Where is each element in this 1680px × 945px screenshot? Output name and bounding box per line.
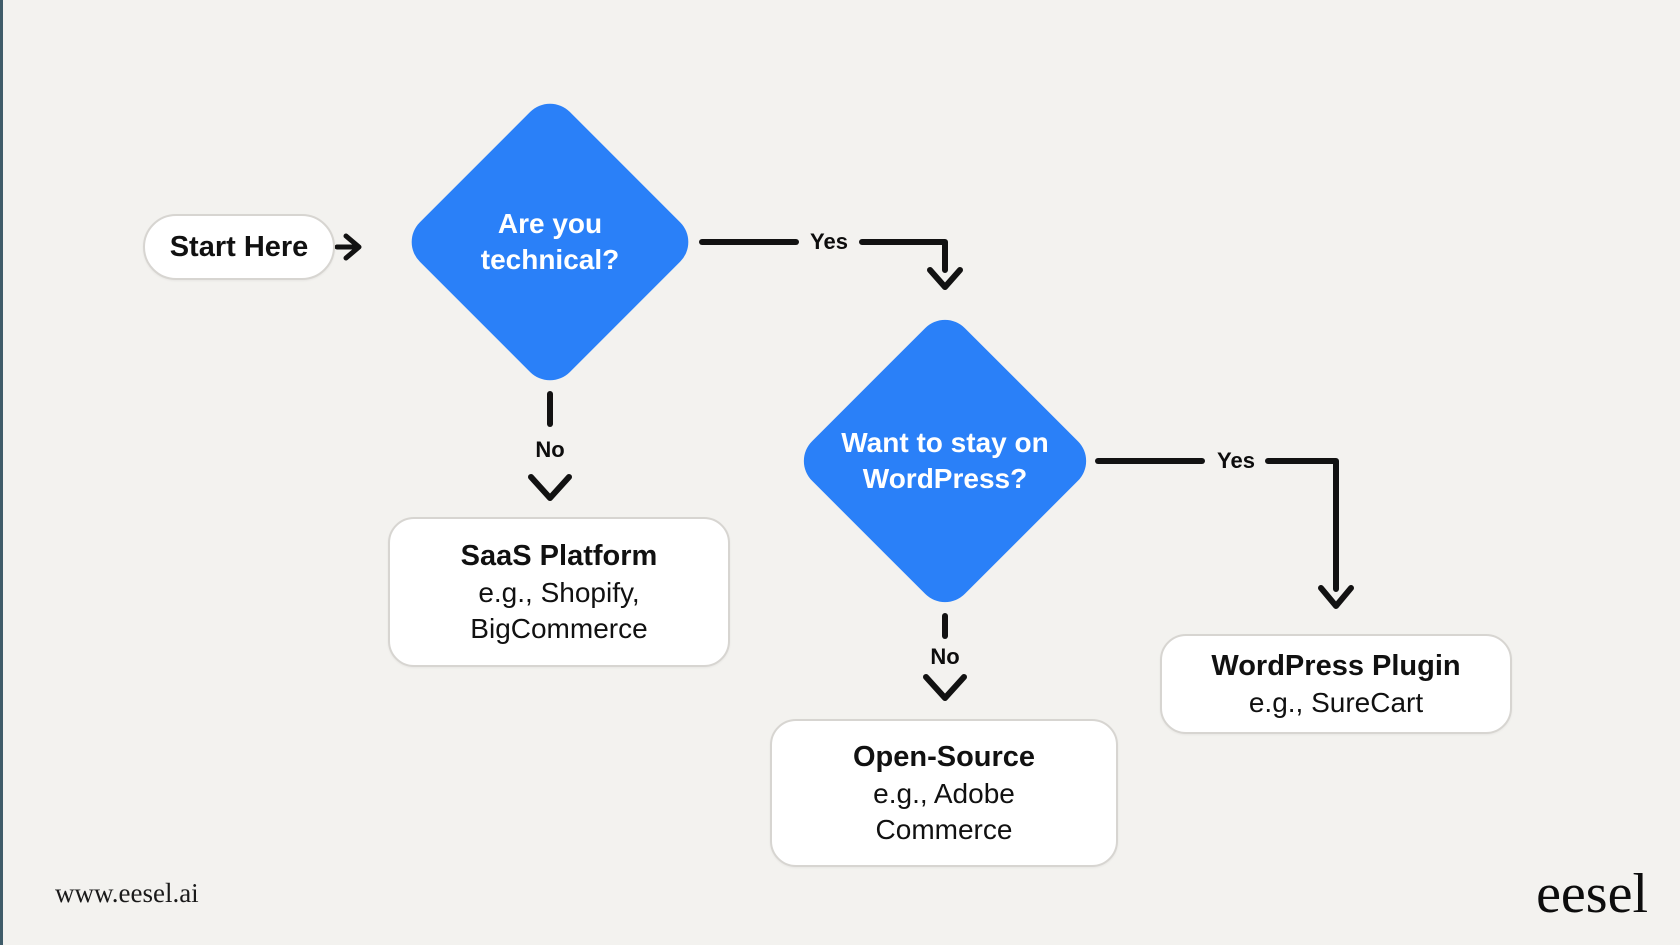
- website-url: www.eesel.ai: [55, 878, 199, 908]
- outcome-saas-platform: SaaS Platform e.g., Shopify, BigCommerce: [388, 517, 730, 667]
- start-node-label: Start Here: [169, 230, 309, 263]
- outcome-title: WordPress Plugin: [1211, 650, 1461, 682]
- outcome-examples: e.g., Shopify, BigCommerce: [470, 577, 648, 644]
- outcome-wordpress-plugin: WordPress Plugin e.g., SureCart: [1160, 634, 1512, 734]
- edge-label-no-1: No: [535, 437, 565, 462]
- edge-yes-2: [1095, 458, 1354, 609]
- outcome-open-source: Open-Source e.g., Adobe Commerce: [770, 719, 1118, 867]
- outcome-title: Open-Source: [852, 741, 1036, 773]
- decision-label: Are you technical?: [480, 208, 620, 275]
- outcome-examples: e.g., SureCart: [1248, 687, 1424, 718]
- decision-are-you-technical: Are you technical?: [400, 92, 700, 392]
- start-node: Start Here: [143, 214, 335, 280]
- edge-label-yes-2: Yes: [1217, 448, 1255, 473]
- decision-label: Want to stay on WordPress?: [841, 427, 1049, 494]
- eesel-logo: eesel: [1536, 863, 1648, 925]
- outcome-title: SaaS Platform: [460, 540, 658, 572]
- start-arrow-icon: [334, 233, 362, 261]
- edge-label-no-2: No: [930, 644, 960, 669]
- decision-want-to-stay-on-wordpress: Want to stay on WordPress?: [792, 308, 1098, 614]
- outcome-examples: e.g., Adobe Commerce: [873, 778, 1015, 845]
- edge-label-yes-1: Yes: [810, 229, 848, 254]
- left-edge-bar: [0, 0, 3, 945]
